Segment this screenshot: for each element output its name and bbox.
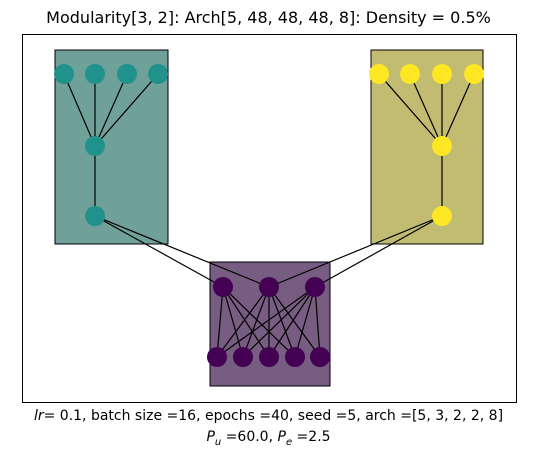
node	[400, 64, 420, 84]
edge	[63, 73, 96, 147]
edge	[242, 286, 270, 358]
caption-line-1: lr= 0.1, batch size =16, epochs =40, see…	[0, 408, 537, 424]
node	[54, 64, 74, 84]
pe-symbol: P	[277, 429, 286, 445]
plot-frame	[22, 34, 517, 403]
node	[310, 347, 330, 367]
edge	[268, 286, 296, 358]
edge	[222, 286, 296, 358]
node	[233, 347, 253, 367]
pu-value: =60.0,	[221, 429, 278, 445]
edge	[242, 286, 316, 358]
node	[259, 347, 279, 367]
edge	[222, 286, 244, 358]
node	[432, 206, 452, 226]
node	[305, 277, 325, 297]
node	[285, 347, 305, 367]
edge	[268, 215, 443, 288]
edge	[94, 73, 128, 147]
pu-subscript: u	[214, 436, 222, 448]
pe-subscript: e	[285, 436, 293, 448]
node	[148, 64, 168, 84]
pe-value: =2.5	[292, 429, 331, 445]
node	[213, 277, 233, 297]
node	[432, 136, 452, 156]
edge	[294, 286, 316, 358]
edge	[409, 73, 443, 147]
edge	[222, 286, 270, 358]
edge	[378, 73, 443, 147]
node	[117, 64, 137, 84]
lr-symbol: lr	[33, 408, 44, 424]
edge	[216, 286, 224, 358]
module-right-box	[370, 49, 484, 245]
edge	[268, 286, 316, 358]
node	[369, 64, 389, 84]
module-left-nodes	[54, 64, 168, 226]
edge	[314, 286, 321, 358]
figure-title: Modularity[3, 2]: Arch[5, 48, 48, 48, 8]…	[46, 8, 491, 27]
node	[85, 206, 105, 226]
pu-symbol: P	[206, 429, 215, 445]
edges	[63, 73, 475, 358]
edge	[216, 286, 270, 358]
edge	[94, 215, 224, 288]
edge	[94, 73, 159, 147]
module-bottom-nodes	[207, 277, 330, 367]
edge	[314, 215, 443, 288]
node	[432, 64, 452, 84]
edge	[94, 215, 270, 288]
node	[259, 277, 279, 297]
node	[85, 64, 105, 84]
node	[85, 136, 105, 156]
module-left-box	[54, 49, 169, 245]
edge	[216, 286, 316, 358]
node	[207, 347, 227, 367]
edge	[441, 73, 475, 147]
node	[464, 64, 484, 84]
caption-line-2: Pu =60.0, Pe =2.5	[0, 429, 537, 448]
edge	[268, 286, 321, 358]
caption-line-1-text: = 0.1, batch size =16, epochs =40, seed …	[43, 408, 504, 424]
module-right-nodes	[369, 64, 484, 226]
